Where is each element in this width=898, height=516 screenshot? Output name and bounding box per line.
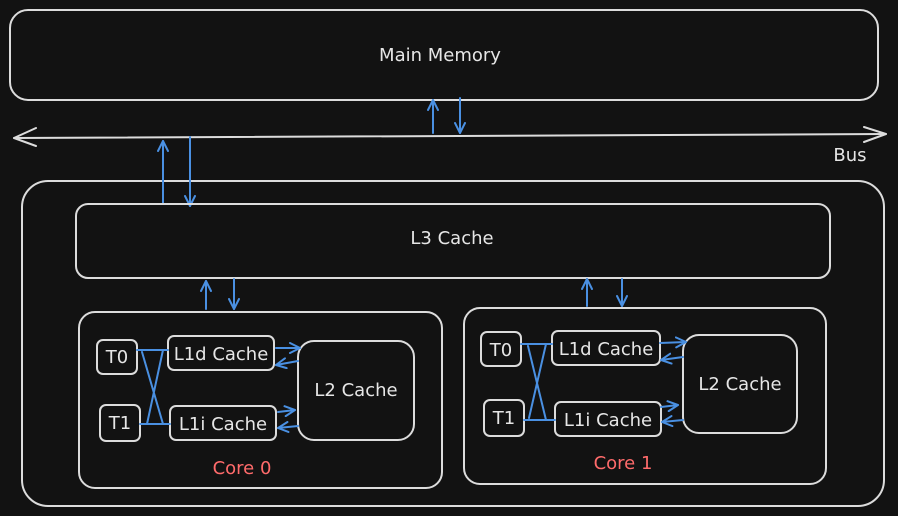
- core-0-l1d-cache: [167, 335, 275, 371]
- l3-cache-label: L3 Cache: [410, 228, 493, 249]
- core-0: T0 T1 L1d Cache L1i Cache L2 Cache Core …: [78, 311, 443, 489]
- core-1-l1i-to-l2-arrow: [660, 400, 679, 413]
- core-0-l2-to-l1i-arrow: [277, 421, 299, 433]
- bus-label: Bus: [833, 145, 866, 166]
- l3-cache: L3 Cache: [75, 203, 831, 279]
- core-1-thread-1-label: T1: [492, 408, 515, 429]
- core-0-thread-1-label: T1: [108, 413, 131, 434]
- bus: Bus: [13, 126, 887, 166]
- core-1-box: [463, 307, 827, 485]
- core-1-l2-to-l1d-arrow: [660, 352, 684, 365]
- core-0-label: Core 0: [213, 458, 272, 479]
- core-0-l1i-label: L1i Cache: [179, 414, 267, 435]
- core-0-l1d-label: L1d Cache: [174, 344, 269, 365]
- bus-left-arrowhead: [13, 127, 37, 147]
- core-1-thread-0-label: T0: [489, 340, 512, 361]
- cpu-package: [21, 180, 885, 507]
- main-memory-label: Main Memory: [379, 45, 501, 66]
- core-0-thread-0: [96, 339, 138, 375]
- core-0-l2-cache: [297, 340, 415, 441]
- core-1-l2-label: L2 Cache: [698, 374, 781, 395]
- core-0-thread-0-label: T0: [105, 347, 128, 368]
- core-1-l1d-label: L1d Cache: [559, 339, 654, 360]
- bus-line: [13, 133, 887, 139]
- core-0-l2-label: L2 Cache: [314, 380, 397, 401]
- core-1-l2-to-l1i-arrow: [661, 415, 684, 428]
- core-1-label: Core 1: [594, 453, 653, 474]
- core-1-l1d-to-l2-arrow: [659, 336, 687, 349]
- core-1-thread-0: [480, 331, 522, 367]
- core-1-thread-links: [520, 343, 556, 421]
- core-0-box: [78, 311, 443, 489]
- core-1-l1i-label: L1i Cache: [564, 410, 652, 431]
- core-0-l1i-to-l2-arrow: [277, 405, 296, 418]
- core-1-thread-1: [483, 399, 525, 437]
- core-1-l2-cache: [682, 334, 798, 434]
- main-memory: Main Memory: [9, 9, 879, 101]
- core-1: T0 T1 L1d Cache L1i Cache L2 Cache Core …: [463, 307, 827, 485]
- bus-right-arrowhead: [863, 126, 887, 143]
- core-1-l1d-cache: [551, 330, 661, 366]
- core-0-l2-to-l1d-arrow: [275, 357, 299, 370]
- core-0-thread-links: [136, 349, 171, 425]
